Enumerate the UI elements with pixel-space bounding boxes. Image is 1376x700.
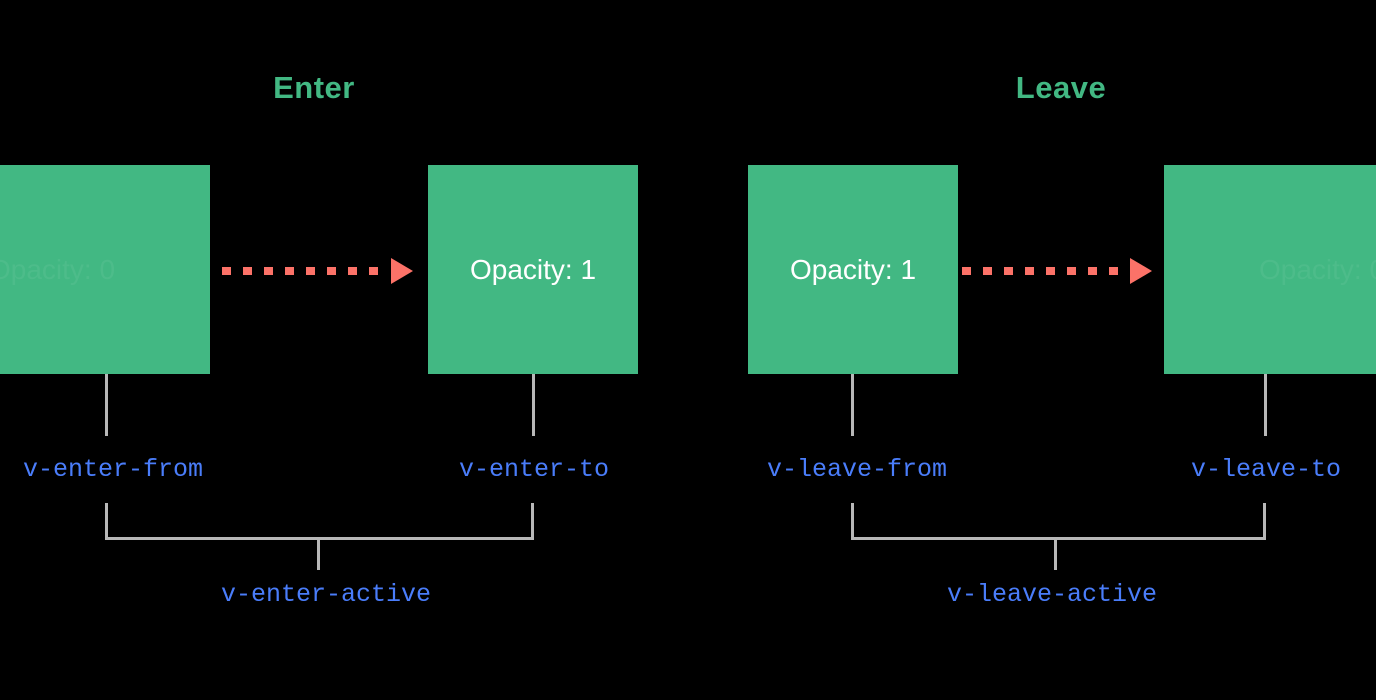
enter-from-box-label: Opacity: 0 bbox=[0, 253, 116, 285]
enter-from-box: Opacity: 0 bbox=[0, 165, 210, 374]
leave-active-class-label: v-leave-active bbox=[946, 580, 1158, 609]
leave-arrow-head-icon bbox=[1130, 258, 1152, 284]
leave-from-connector-line bbox=[851, 374, 854, 436]
enter-to-box-label: Opacity: 1 bbox=[469, 253, 597, 285]
leave-bracket-bar bbox=[851, 537, 1266, 540]
leave-phase-title: Leave bbox=[1015, 70, 1107, 105]
enter-bracket-left-arm bbox=[105, 503, 108, 540]
leave-arrow-line bbox=[962, 267, 1129, 275]
enter-arrow-line bbox=[222, 267, 390, 275]
leave-transition-arrow bbox=[962, 258, 1152, 284]
enter-to-box: Opacity: 1 bbox=[428, 165, 638, 374]
enter-from-connector-line bbox=[105, 374, 108, 436]
enter-to-class-label: v-enter-to bbox=[458, 455, 610, 484]
enter-active-class-label: v-enter-active bbox=[220, 580, 432, 609]
enter-bracket-stem bbox=[317, 537, 320, 570]
leave-to-box: Opacity: 0 bbox=[1164, 165, 1376, 374]
enter-bracket-right-arm bbox=[531, 503, 534, 540]
enter-from-class-label: v-enter-from bbox=[22, 455, 204, 484]
leave-to-connector-line bbox=[1264, 374, 1267, 436]
leave-from-class-label: v-leave-from bbox=[766, 455, 948, 484]
enter-arrow-head-icon bbox=[391, 258, 413, 284]
leave-bracket-stem bbox=[1054, 537, 1057, 570]
leave-from-box: Opacity: 1 bbox=[748, 165, 958, 374]
leave-from-box-label: Opacity: 1 bbox=[789, 253, 917, 285]
enter-transition-arrow bbox=[222, 258, 413, 284]
enter-phase-title: Enter bbox=[273, 70, 355, 105]
leave-to-box-label: Opacity: 0 bbox=[1258, 253, 1376, 285]
leave-bracket-left-arm bbox=[851, 503, 854, 540]
enter-to-connector-line bbox=[532, 374, 535, 436]
leave-bracket-right-arm bbox=[1263, 503, 1266, 540]
leave-to-class-label: v-leave-to bbox=[1190, 455, 1342, 484]
